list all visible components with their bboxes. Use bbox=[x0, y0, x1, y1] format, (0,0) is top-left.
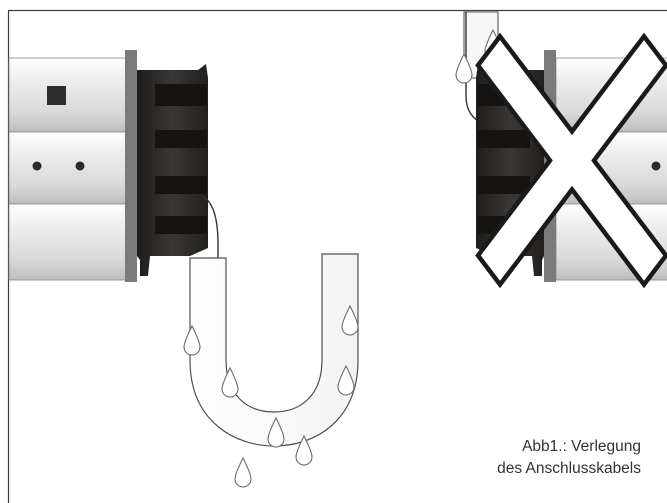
tube-band-middle bbox=[8, 131, 127, 205]
water-drops-left bbox=[183, 304, 359, 488]
tube-band-bottom bbox=[8, 203, 127, 281]
dot-2 bbox=[75, 161, 85, 171]
head-rib-3 bbox=[478, 176, 530, 194]
water-drop bbox=[183, 324, 201, 356]
head-rib-3 bbox=[155, 176, 207, 194]
water-drop bbox=[234, 456, 252, 488]
cross-mark-shape bbox=[475, 32, 667, 289]
caption-line-2: des Anschlusskabels bbox=[497, 460, 641, 477]
head-rib-2 bbox=[155, 130, 207, 148]
water-drop bbox=[341, 304, 359, 336]
figure-caption: Abb1.: Verlegung des Anschlusskabels bbox=[381, 436, 641, 480]
dot-1 bbox=[651, 161, 661, 171]
caption-line-1: Abb1.: Verlegung bbox=[522, 438, 641, 455]
head-rib-1 bbox=[155, 84, 207, 106]
water-drop bbox=[221, 366, 239, 398]
cross-mark-icon bbox=[475, 32, 667, 289]
cable-loop bbox=[189, 253, 359, 447]
tube-band-top bbox=[8, 57, 127, 133]
water-drop bbox=[267, 416, 285, 448]
dot-1 bbox=[32, 161, 42, 171]
square-mark bbox=[47, 86, 66, 105]
water-drop bbox=[455, 52, 473, 84]
flange bbox=[125, 50, 137, 282]
water-drop bbox=[337, 364, 355, 396]
head-rib-2 bbox=[478, 130, 530, 148]
motor-left bbox=[8, 50, 331, 419]
figure-frame bbox=[7, 9, 667, 503]
head-rib-4 bbox=[155, 216, 207, 234]
water-drop bbox=[295, 434, 313, 466]
